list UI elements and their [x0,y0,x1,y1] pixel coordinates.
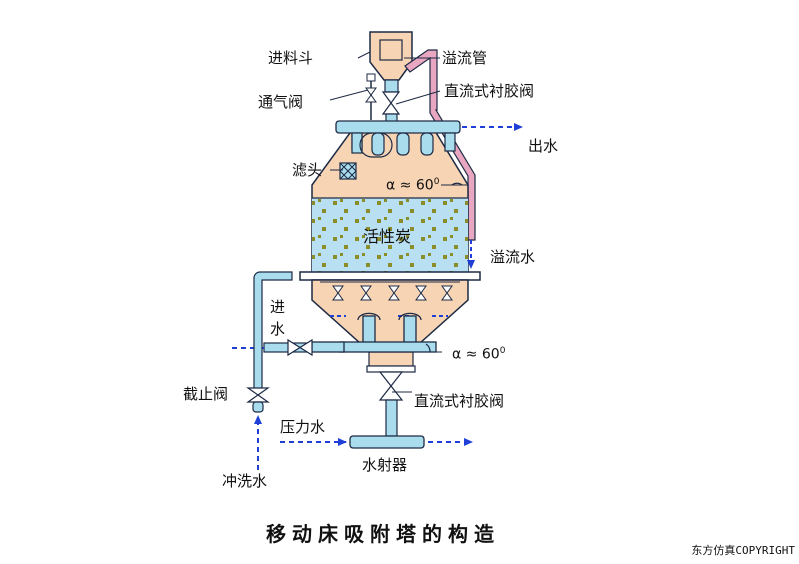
inlet-label-1: 进 [270,298,286,316]
pressure-water-label: 压力水 [280,418,326,436]
angle-bottom-label: α ≈ 600 [452,342,505,364]
outlet-label: 出水 [528,137,559,155]
filter-head [339,162,357,180]
flush-line [246,271,293,470]
overflow-pipe-label: 溢流管 [442,49,488,67]
angle-bottom-sup: 0 [499,346,506,356]
inlet-label-2: 水 [270,320,286,338]
inlet-pipe-network [309,312,437,353]
top-valve-label: 直流式衬胶阀 [444,82,535,100]
carbon-bed-label: 活性炭 [363,227,412,246]
feed-hopper [369,31,413,93]
leader-lines [329,51,441,393]
inlet-line [232,338,313,357]
flush-water-label: 冲洗水 [222,472,268,490]
vent-valve [365,73,377,120]
copyright-text: 东方仿真COPYRIGHT [691,544,795,557]
angle-top-sup: 0 [433,177,440,187]
ejector-label: 水射器 [362,456,408,474]
outlet-manifold [335,120,461,158]
vent-valve-label: 通气阀 [258,93,304,111]
bottom-valve [378,371,404,437]
diagram-title: 移动床吸附塔的构造 [266,522,500,546]
top-valve [381,91,401,123]
angle-top-label: α ≈ 600 [386,173,439,195]
angle-top-text: α ≈ 60 [386,177,434,194]
angle-bottom-text: α ≈ 60 [452,346,500,363]
filter-head-label: 滤头 [292,161,323,179]
vessel [299,125,481,373]
bottom-valve-label: 直流式衬胶阀 [414,392,505,410]
distribution-nozzles [320,281,460,317]
overflow-water-label: 溢流水 [490,248,536,266]
hopper-label: 进料斗 [268,49,314,67]
stop-valve-label: 截止阀 [183,385,229,403]
water-ejector [280,435,473,449]
